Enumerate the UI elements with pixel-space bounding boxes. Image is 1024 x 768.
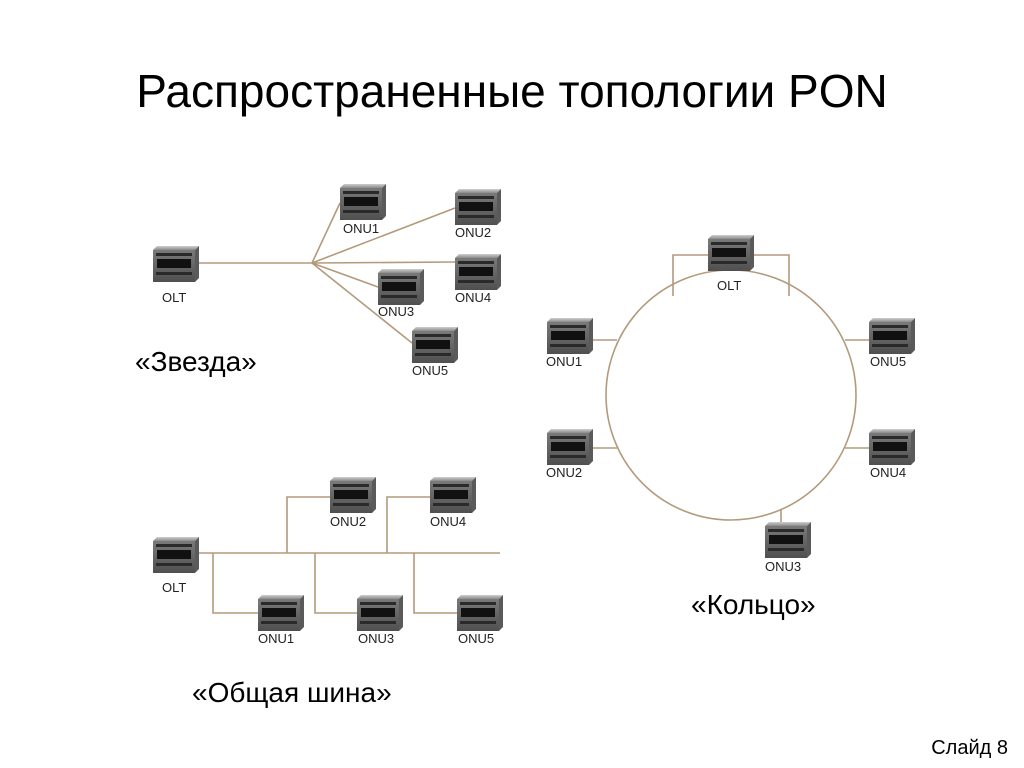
svg-text:ONU5: ONU5 (458, 631, 494, 646)
svg-text:ONU1: ONU1 (343, 221, 379, 236)
ring-onu-5: ONU5 (869, 318, 915, 369)
ring-olt: OLT (708, 235, 754, 293)
star-topology: OLT ONU1 ONU2 ONU4 ONU3 ONU5 (153, 184, 501, 378)
ring-onu-4: ONU4 (869, 429, 915, 480)
svg-text:ONU5: ONU5 (412, 363, 448, 378)
bus-onu-4: ONU4 (430, 477, 476, 529)
star-olt: OLT (153, 246, 199, 305)
star-onu-1: ONU1 (340, 184, 386, 236)
bus-topology: OLT ONU2 ONU4 ONU1 ONU3 ONU5 (153, 477, 503, 646)
svg-text:ONU2: ONU2 (455, 225, 491, 240)
svg-text:ONU4: ONU4 (455, 290, 491, 305)
bus-onu-2: ONU2 (330, 477, 376, 529)
svg-text:ONU3: ONU3 (358, 631, 394, 646)
svg-text:ONU5: ONU5 (870, 354, 906, 369)
star-onu-3: ONU3 (378, 269, 424, 319)
svg-text:OLT: OLT (162, 580, 186, 595)
svg-text:ONU1: ONU1 (258, 631, 294, 646)
svg-text:OLT: OLT (162, 290, 186, 305)
star-onu-2: ONU2 (455, 189, 501, 240)
caption-ring: «Кольцо» (691, 589, 816, 620)
star-onu-5: ONU5 (412, 327, 458, 378)
bus-olt: OLT (153, 537, 199, 595)
svg-text:ONU3: ONU3 (765, 559, 801, 574)
star-wires (198, 202, 456, 344)
caption-bus: «Общая шина» (192, 677, 392, 708)
svg-text:ONU4: ONU4 (430, 514, 466, 529)
svg-text:OLT: OLT (717, 278, 741, 293)
svg-text:ONU3: ONU3 (378, 304, 414, 319)
svg-text:ONU2: ONU2 (330, 514, 366, 529)
bus-onu-5: ONU5 (457, 595, 503, 646)
bus-onu-1: ONU1 (258, 595, 304, 646)
star-onu-4: ONU4 (455, 254, 501, 305)
svg-text:ONU4: ONU4 (870, 465, 906, 480)
svg-text:ONU1: ONU1 (546, 354, 582, 369)
bus-onu-3: ONU3 (357, 595, 403, 646)
slide-number: Слайд 8 (931, 737, 1008, 759)
caption-star: «Звезда» (135, 346, 257, 377)
svg-text:ONU2: ONU2 (546, 465, 582, 480)
ring-onu-2: ONU2 (546, 429, 593, 480)
slide-title: Распространенные топологии PON (136, 65, 888, 117)
ring-wires (593, 254, 869, 522)
ring-onu-3: ONU3 (765, 522, 811, 574)
bus-wires (198, 496, 500, 614)
ring-topology: OLT ONU1 ONU2 ONU5 ONU4 ONU3 (546, 235, 915, 574)
ring-onu-1: ONU1 (546, 318, 593, 369)
